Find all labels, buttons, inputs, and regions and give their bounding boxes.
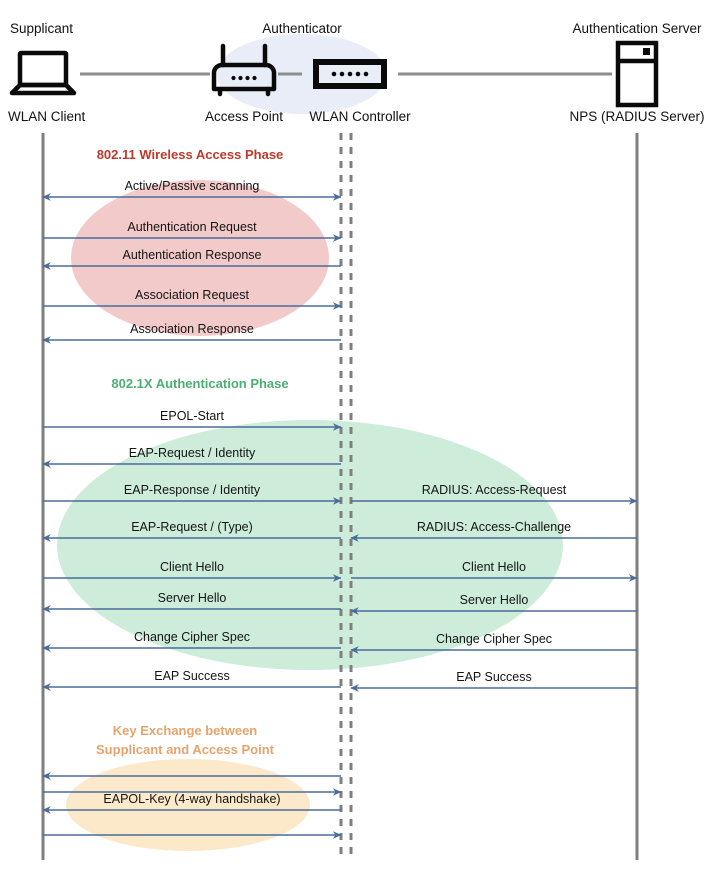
message-m15: RADIUS: Access-Challenge — [350, 520, 637, 542]
message-m11: Server Hello — [42, 591, 341, 613]
message-label: Client Hello — [462, 560, 526, 574]
message-label: EPOL-Start — [160, 409, 224, 423]
message-label: Change Cipher Spec — [436, 632, 552, 646]
phase-80211-ellipse — [71, 180, 329, 336]
message-m12: Change Cipher Spec — [42, 630, 341, 652]
actor-device-wlan-controller: WLAN Controller — [309, 109, 411, 124]
actor-device-supplicant: WLAN Client — [8, 109, 86, 124]
message-label: Client Hello — [160, 560, 224, 574]
message-label: Authentication Request — [127, 220, 257, 234]
actor-role-auth-server: Authentication Server — [572, 21, 702, 36]
message-label: EAPOL-Key (4-way handshake) — [103, 792, 280, 806]
laptop-icon — [9, 50, 77, 96]
lifelines — [41, 133, 639, 860]
message-m3: Authentication Response — [42, 248, 341, 270]
wireless-router-icon — [211, 43, 277, 97]
message-m7: EAP-Request / Identity — [42, 446, 341, 468]
message-m1: Active/Passive scanning — [42, 179, 342, 201]
phase-key-exchange-ellipse — [66, 759, 310, 851]
message-m10: Client Hello — [43, 560, 342, 582]
phase-8021x-label: 802.1X Authentication Phase — [111, 376, 288, 391]
phase-key-exchange-label: Key Exchange between — [113, 723, 258, 738]
message-m16: Client Hello — [351, 560, 638, 582]
message-label: Active/Passive scanning — [125, 179, 260, 193]
message-m4: Association Request — [43, 288, 342, 310]
message-label: Authentication Response — [123, 248, 262, 262]
message-m6: EPOL-Start — [43, 409, 342, 431]
message-m14: RADIUS: Access-Request — [351, 483, 638, 505]
message-label: EAP-Request / Identity — [129, 446, 256, 460]
message-m22: EAPOL-Key (4-way handshake) — [42, 792, 341, 814]
message-m17: Server Hello — [350, 593, 637, 615]
network-switch-icon — [313, 59, 387, 89]
message-m13: EAP Success — [42, 669, 341, 691]
phase-key-exchange-label: Supplicant and Access Point — [96, 742, 275, 757]
actor-role-supplicant: Supplicant — [10, 21, 73, 36]
phase-80211-label: 802.11 Wireless Access Phase — [97, 147, 284, 162]
actor-role-authenticator: Authenticator — [262, 21, 342, 36]
message-label: EAP-Request / (Type) — [131, 520, 253, 534]
message-label: EAP Success — [456, 670, 532, 684]
actor-device-access-point: Access Point — [205, 109, 283, 124]
phase-ellipses — [57, 180, 563, 851]
message-label: Server Hello — [460, 593, 529, 607]
message-label: RADIUS: Access-Request — [422, 483, 567, 497]
message-m5: Association Response — [42, 322, 341, 344]
message-label: Change Cipher Spec — [134, 630, 250, 644]
message-m9: EAP-Request / (Type) — [42, 520, 341, 542]
message-label: EAP-Response / Identity — [124, 483, 261, 497]
message-m8: EAP-Response / Identity — [43, 483, 342, 505]
message-m18: Change Cipher Spec — [350, 632, 637, 654]
actor-device-auth-server: NPS (RADIUS Server) — [569, 109, 704, 124]
message-label: Server Hello — [158, 591, 227, 605]
phase-8021x-ellipse — [57, 420, 563, 670]
message-m19: EAP Success — [350, 670, 637, 692]
message-m2: Authentication Request — [43, 220, 342, 242]
message-label: Association Request — [135, 288, 249, 302]
message-label: Association Response — [130, 322, 254, 336]
server-tower-icon — [615, 40, 659, 108]
message-label: EAP Success — [154, 669, 230, 683]
phase-labels: 802.11 Wireless Access Phase 802.1X Authe… — [96, 147, 289, 757]
message-label: RADIUS: Access-Challenge — [417, 520, 571, 534]
